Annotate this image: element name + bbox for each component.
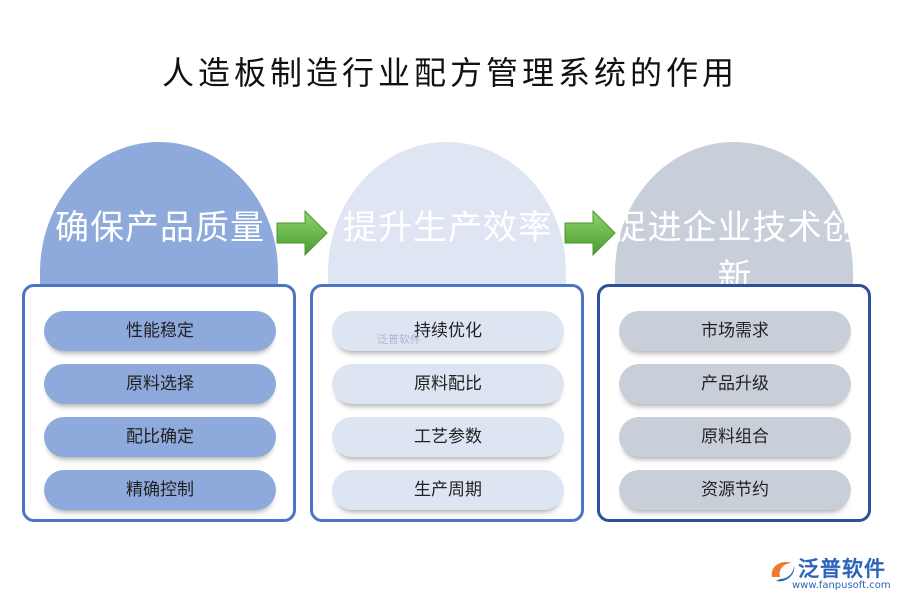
list-item-label: 原料配比: [414, 374, 482, 394]
right-arrow-icon: [276, 209, 328, 257]
list-item-label: 生产周期: [414, 480, 482, 500]
list-item: 原料选择: [44, 364, 276, 404]
list-item: 配比确定: [44, 417, 276, 457]
list-item: 工艺参数: [332, 417, 564, 457]
column-improve-efficiency: 提升生产效率 持续优化 原料配比 工艺参数 生产周期: [310, 142, 586, 522]
list-item-label: 原料选择: [126, 374, 194, 394]
watermark: 泛普软件: [377, 333, 421, 346]
list-item-label: 市场需求: [701, 321, 769, 341]
list-item: 性能稳定: [44, 311, 276, 351]
list-item-label: 性能稳定: [126, 321, 194, 341]
brand-logo: 泛普软件 www.fanpusoft.com: [764, 553, 894, 593]
list-item: 原料配比: [332, 364, 564, 404]
list-item-label: 配比确定: [126, 427, 194, 447]
dome-heading: 促进企业技术创新: [612, 208, 858, 297]
list-item: 市场需求: [619, 311, 851, 351]
dome-heading: 提升生产效率: [343, 208, 553, 248]
list-item: 资源节约: [619, 470, 851, 510]
logo-url: www.fanpusoft.com: [792, 580, 891, 591]
dome-heading: 确保产品质量: [55, 208, 265, 248]
list-item: 精确控制: [44, 470, 276, 510]
list-item-label: 原料组合: [701, 427, 769, 447]
page-title: 人造板制造行业配方管理系统的作用: [161, 54, 738, 92]
right-arrow-icon: [564, 209, 616, 257]
list-item-label: 产品升级: [701, 374, 769, 394]
column-ensure-quality: 确保产品质量 性能稳定 原料选择 配比确定 精确控制: [22, 142, 298, 522]
list-item-label: 资源节约: [701, 480, 769, 500]
items-panel: 持续优化 原料配比 工艺参数 生产周期: [310, 284, 584, 522]
fanpu-logo-icon: [771, 561, 795, 582]
list-item-label: 精确控制: [126, 480, 194, 500]
list-item: 原料组合: [619, 417, 851, 457]
list-item: 产品升级: [619, 364, 851, 404]
logo-name: 泛普软件: [798, 557, 886, 581]
items-panel: 市场需求 产品升级 原料组合 资源节约: [597, 284, 871, 522]
list-item-label: 持续优化: [414, 321, 482, 341]
column-promote-innovation: 促进企业技术创新 市场需求 产品升级 原料组合 资源节约: [597, 142, 873, 522]
list-item-label: 工艺参数: [414, 427, 482, 447]
list-item: 生产周期: [332, 470, 564, 510]
items-panel: 性能稳定 原料选择 配比确定 精确控制: [22, 284, 296, 522]
list-item: 持续优化: [332, 311, 564, 351]
